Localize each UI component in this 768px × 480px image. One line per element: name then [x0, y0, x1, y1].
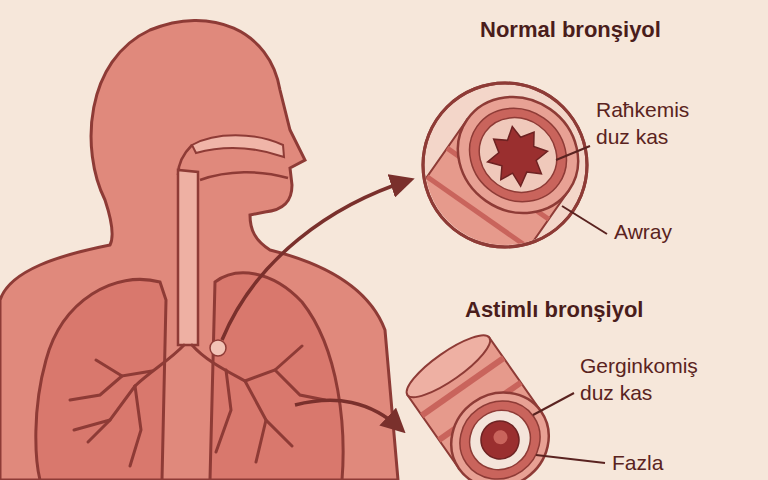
asthmatic-bronchiole	[399, 326, 567, 480]
oral-cavity	[200, 172, 288, 180]
trachea	[178, 170, 198, 345]
part-label: Raħkemis duz kas	[596, 96, 721, 151]
bronchiole-spot	[210, 340, 226, 356]
inset-heading: Normal bronşiyol	[480, 16, 661, 45]
inset-heading: Astimlı bronşiyol	[465, 296, 643, 325]
pointer-arrow	[222, 180, 410, 340]
inset-border	[423, 83, 587, 247]
normal-bronchiole	[381, 74, 601, 314]
right-lung	[210, 273, 343, 480]
nasal-cavity	[192, 135, 284, 157]
part-label: Gerginkomiş duz kas	[580, 352, 730, 407]
part-label: Fazla	[612, 449, 663, 476]
left-lung	[36, 279, 166, 480]
human-silhouette	[0, 20, 398, 480]
pointer-arrow	[295, 400, 402, 430]
part-label: Awray	[614, 218, 672, 245]
bronchial-tree	[70, 345, 325, 466]
